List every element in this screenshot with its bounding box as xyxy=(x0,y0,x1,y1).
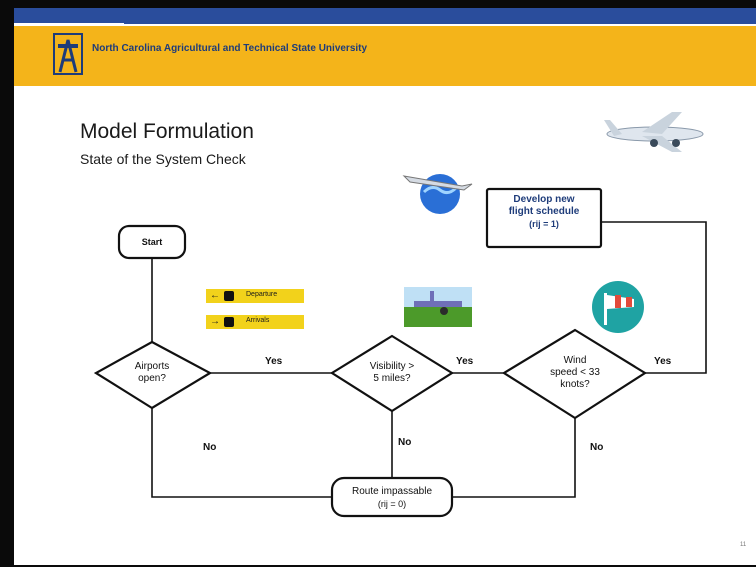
route-line-2: (rij = 0) xyxy=(377,499,407,509)
route-line-1: Route impassable xyxy=(351,486,433,497)
top-bar xyxy=(14,8,756,24)
connector-wind-develop xyxy=(601,221,707,374)
develop-label: Develop new flight schedule (rij = 1) xyxy=(487,194,601,231)
top-bar-accent xyxy=(14,23,124,26)
small-plane-photo-icon xyxy=(404,287,472,327)
university-header: North Carolina Agricultural and Technica… xyxy=(14,26,756,86)
connector-airports-route xyxy=(151,408,332,498)
page-number: 11 xyxy=(740,542,747,548)
airports-line-1: Airports xyxy=(134,361,170,372)
visibility-decision xyxy=(329,334,455,413)
develop-line-3: (rij = 1) xyxy=(529,219,559,229)
globe-plane-icon xyxy=(402,174,473,214)
start-label: Start xyxy=(141,237,163,247)
visibility-label: Visibility > 5 miles? xyxy=(346,361,438,385)
wind-decision xyxy=(501,328,648,420)
visibility-line-1: Visibility > xyxy=(369,361,415,372)
route-label: Route impassable (rij = 0) xyxy=(332,486,452,511)
no-label-wind: No xyxy=(590,442,604,453)
yes-label-wind: Yes xyxy=(654,356,672,367)
departure-arrival-signs: ← Departure → Arrivals xyxy=(206,289,304,341)
route-node xyxy=(330,476,454,518)
no-label-visibility: No xyxy=(398,437,412,448)
airports-line-2: open? xyxy=(138,373,166,384)
wind-line-2: speed < 33 xyxy=(550,367,600,378)
start-node xyxy=(117,224,187,260)
wind-line-1: Wind xyxy=(563,355,587,366)
departure-label: Departure xyxy=(246,291,278,298)
slide-subtitle: State of the System Check xyxy=(80,151,246,167)
yes-label-visibility: Yes xyxy=(456,356,474,367)
connector-wind-route xyxy=(452,418,576,498)
departure-sign-icon: ← Departure xyxy=(206,289,304,303)
university-logo-icon xyxy=(53,33,83,75)
develop-line-2: flight schedule xyxy=(508,206,580,217)
arrivals-sign-icon: → Arrivals xyxy=(206,315,304,329)
university-name: North Carolina Agricultural and Technica… xyxy=(92,43,368,54)
slide-title: Model Formulation xyxy=(80,120,254,143)
windsock-icon xyxy=(592,281,644,333)
airplane-icon xyxy=(604,112,704,152)
wind-label: Wind speed < 33 knots? xyxy=(526,355,624,391)
wind-line-3: knots? xyxy=(560,379,590,390)
no-label-airports: No xyxy=(203,442,217,453)
yes-label-airports: Yes xyxy=(265,356,283,367)
develop-line-1: Develop new xyxy=(513,194,575,205)
develop-node xyxy=(485,187,603,249)
airports-decision xyxy=(93,340,213,410)
arrivals-label: Arrivals xyxy=(246,317,270,324)
visibility-line-2: 5 miles? xyxy=(373,373,411,384)
airports-label: Airports open? xyxy=(112,361,192,385)
